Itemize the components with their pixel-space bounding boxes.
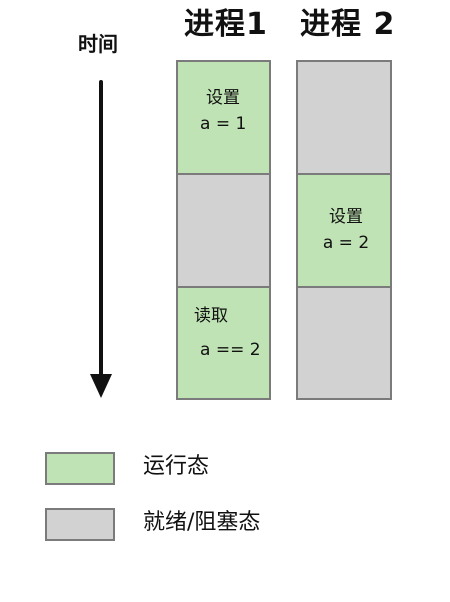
process-2-cell-1 bbox=[296, 60, 392, 175]
process-2-cell-2-action: 设置 bbox=[329, 207, 363, 227]
legend-swatch-running bbox=[45, 452, 115, 485]
legend-label-running: 运行态 bbox=[143, 454, 210, 479]
time-arrow bbox=[90, 80, 112, 398]
process-1-cell-1-value: a = 1 bbox=[200, 113, 247, 134]
legend-label-ready: 就绪/阻塞态 bbox=[143, 510, 261, 535]
time-arrow-head bbox=[90, 374, 112, 398]
process-1-title: 进程1 bbox=[184, 7, 268, 42]
legend-swatch-ready bbox=[45, 508, 115, 541]
time-axis-label: 时间 bbox=[78, 32, 118, 56]
process-1-cell-2 bbox=[176, 173, 271, 288]
process-1-cell-3-value: a == 2 bbox=[200, 339, 261, 360]
process-2-cell-3 bbox=[296, 286, 392, 400]
process-2-cell-2: 设置 a = 2 bbox=[296, 173, 392, 288]
process-1-cell-3-action: 读取 bbox=[194, 306, 228, 326]
process-1-cell-3: 读取 a == 2 bbox=[176, 286, 271, 400]
process-2-title: 进程 2 bbox=[300, 7, 396, 42]
process-1-cell-1: 设置 a = 1 bbox=[176, 60, 271, 175]
process-1-cell-1-action: 设置 bbox=[206, 88, 240, 108]
process-2-cell-2-value: a = 2 bbox=[322, 232, 370, 253]
